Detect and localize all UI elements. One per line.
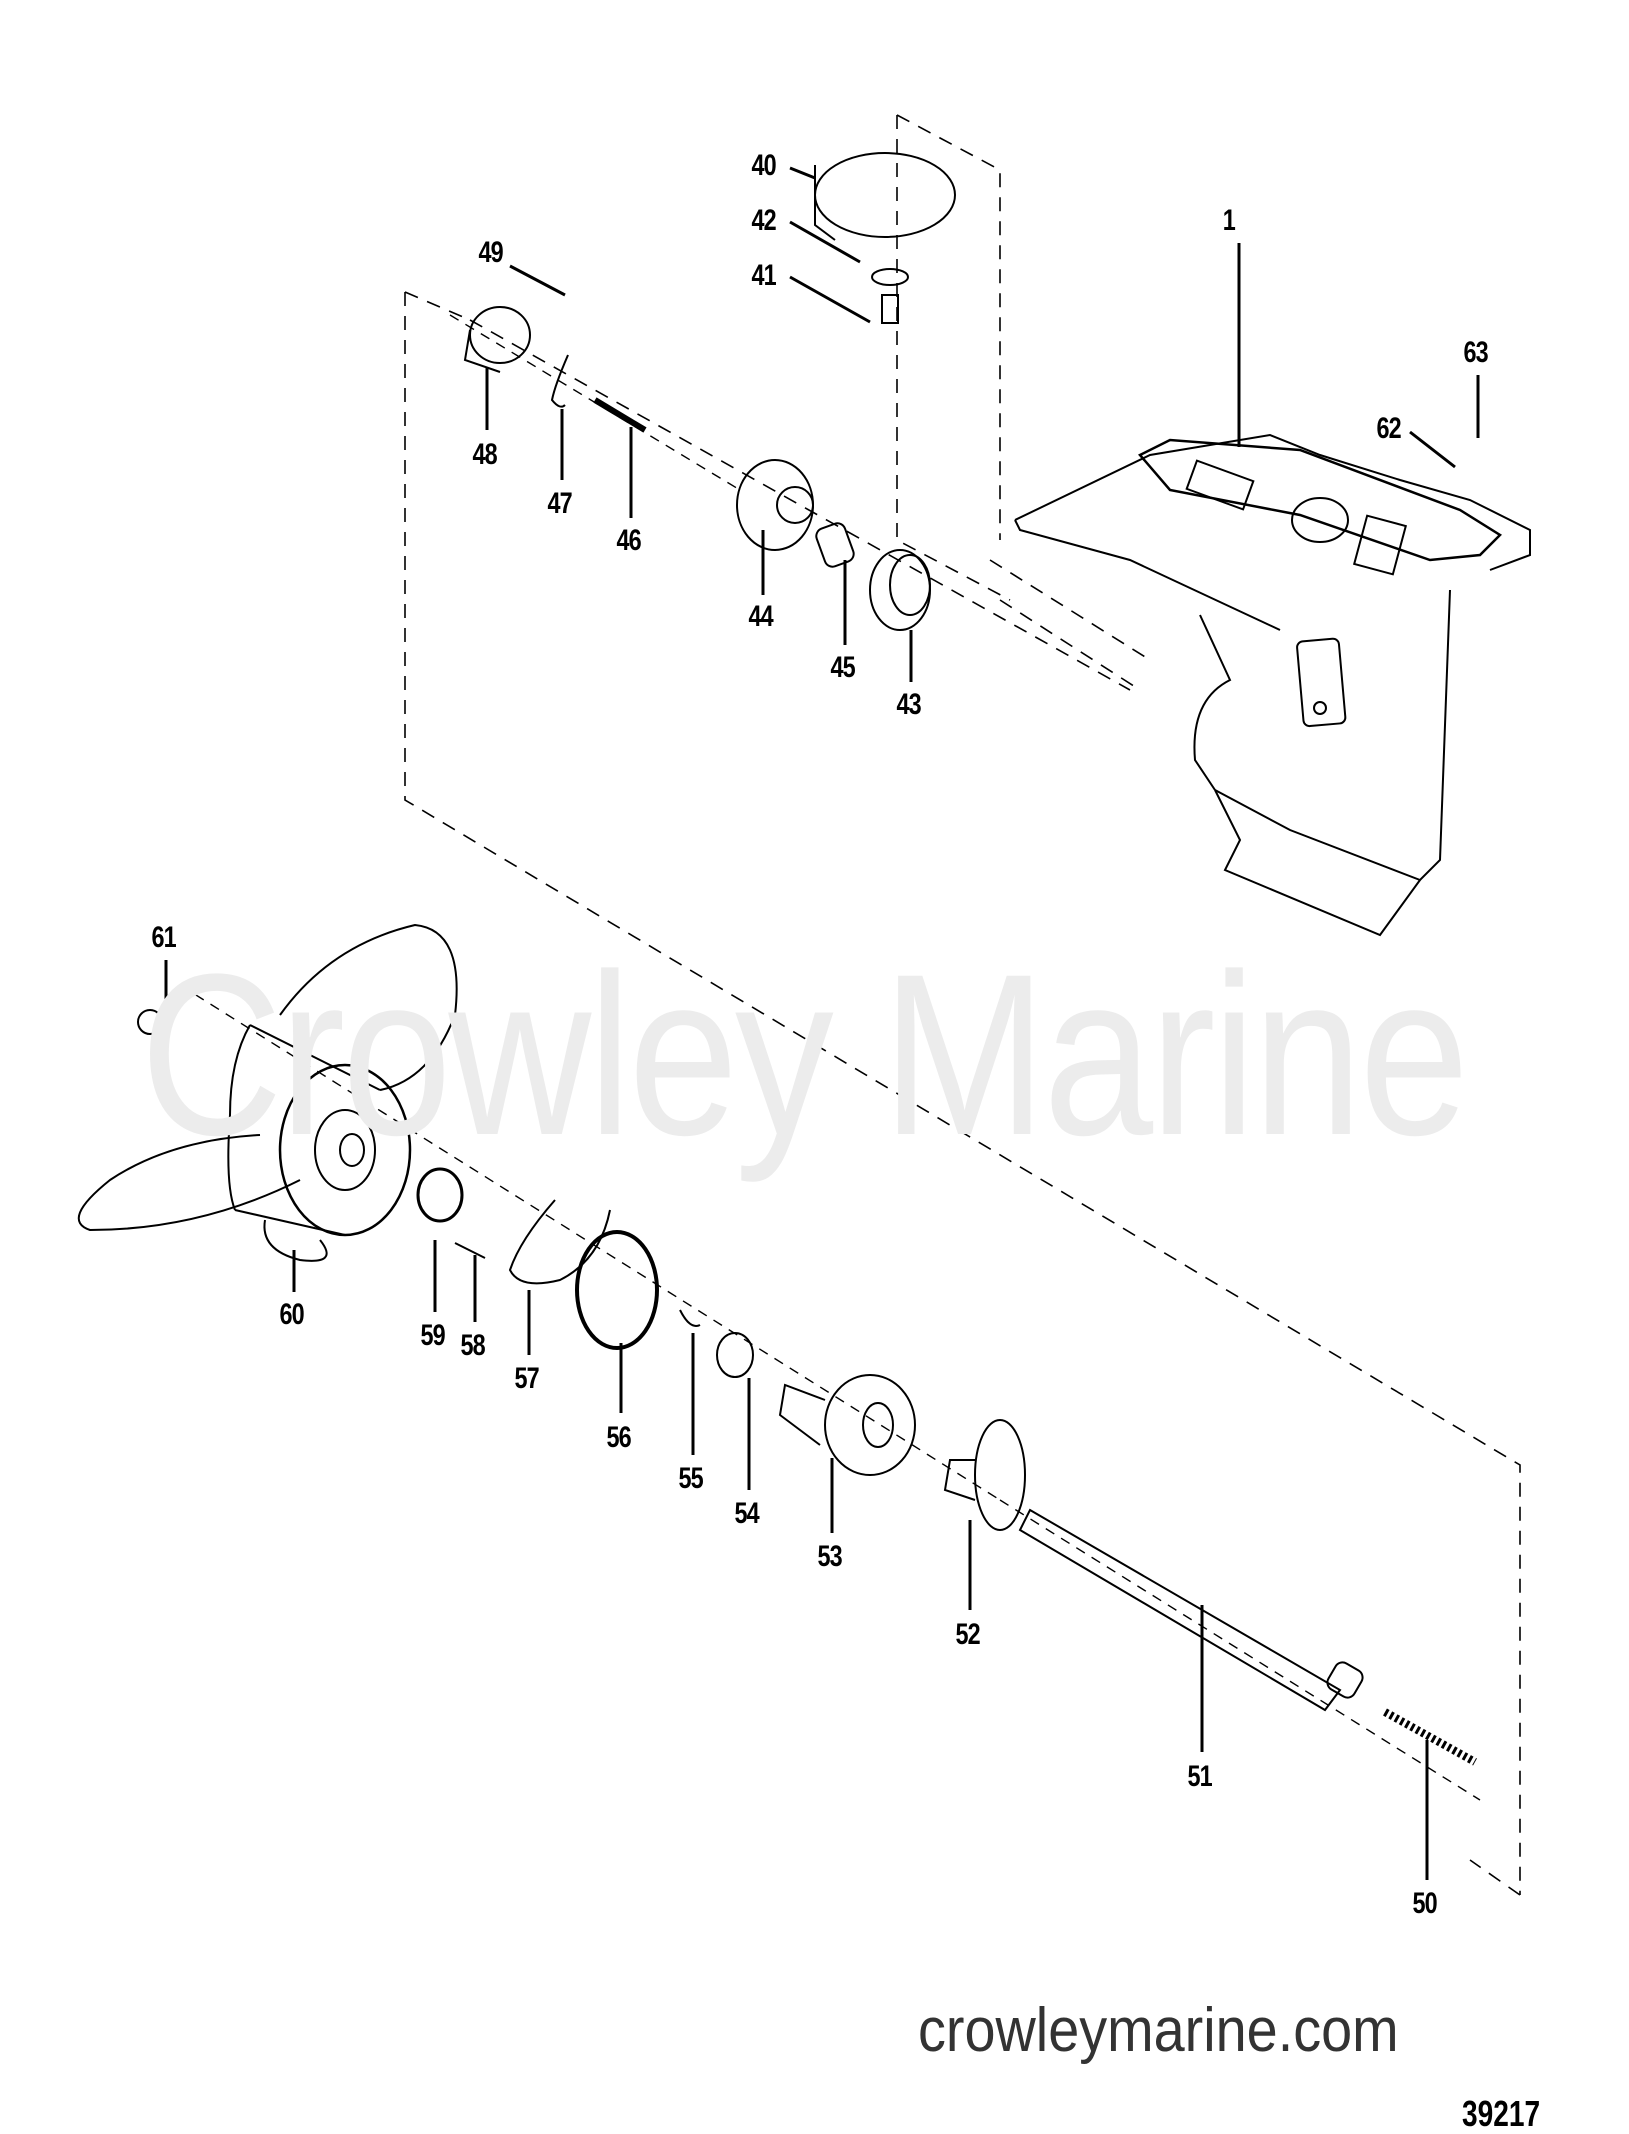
callout-45-bushing: 45 — [830, 651, 855, 684]
callout-41-screw: 41 — [751, 259, 776, 292]
callout-42-washer: 42 — [751, 204, 776, 237]
figure-number: 39217 — [1462, 2093, 1541, 2134]
callout-62-screw: 62 — [1376, 412, 1401, 445]
callout-43-roller-bearing: 43 — [896, 688, 921, 721]
callout-56-o-ring: 56 — [606, 1421, 631, 1454]
shaft-assembly — [778, 1374, 1477, 1766]
anode-assembly — [814, 152, 956, 324]
callout-50-spring: 50 — [1412, 1887, 1437, 1920]
gear-housing-drawing — [1014, 433, 1531, 937]
callout-51-propeller-shaft: 51 — [1187, 1760, 1212, 1793]
callout-59-thrust-hub: 59 — [420, 1319, 445, 1352]
callout-49-spring-clip: 49 — [478, 236, 503, 269]
upper-dashed-guide — [404, 114, 1521, 1896]
propeller-drawing — [77, 923, 458, 1262]
callout-54-bushing: 54 — [734, 1497, 759, 1530]
callout-55-seal: 55 — [678, 1462, 703, 1495]
site-url-text: crowleymarine.com — [918, 1996, 1399, 2065]
leader-lines — [164, 166, 1480, 1880]
callout-52-reverse-gear: 52 — [955, 1618, 980, 1651]
watermark-text: Crowley Marine — [140, 926, 1469, 1183]
callout-58-cotter-pin: 58 — [460, 1329, 485, 1362]
callout-57-tab-washer: 57 — [514, 1362, 539, 1395]
callout-53-bearing-carrier: 53 — [817, 1540, 842, 1573]
callout-40-trim-tab-anode: 40 — [751, 149, 776, 182]
callout-46-cross-pin: 46 — [616, 524, 641, 557]
callout-47-retaining-spring: 47 — [547, 487, 572, 520]
forward-gear-parts — [736, 459, 931, 631]
lower-small-parts — [416, 1167, 754, 1378]
callout-61-propeller-nut: 61 — [151, 921, 176, 954]
callout-63-washer: 63 — [1463, 336, 1488, 369]
callout-60-propeller: 60 — [279, 1298, 304, 1331]
callout-44-forward-gear: 44 — [748, 600, 773, 633]
callout-48-clutch: 48 — [472, 438, 497, 471]
callout-1-gear-housing: 1 — [1222, 204, 1236, 237]
